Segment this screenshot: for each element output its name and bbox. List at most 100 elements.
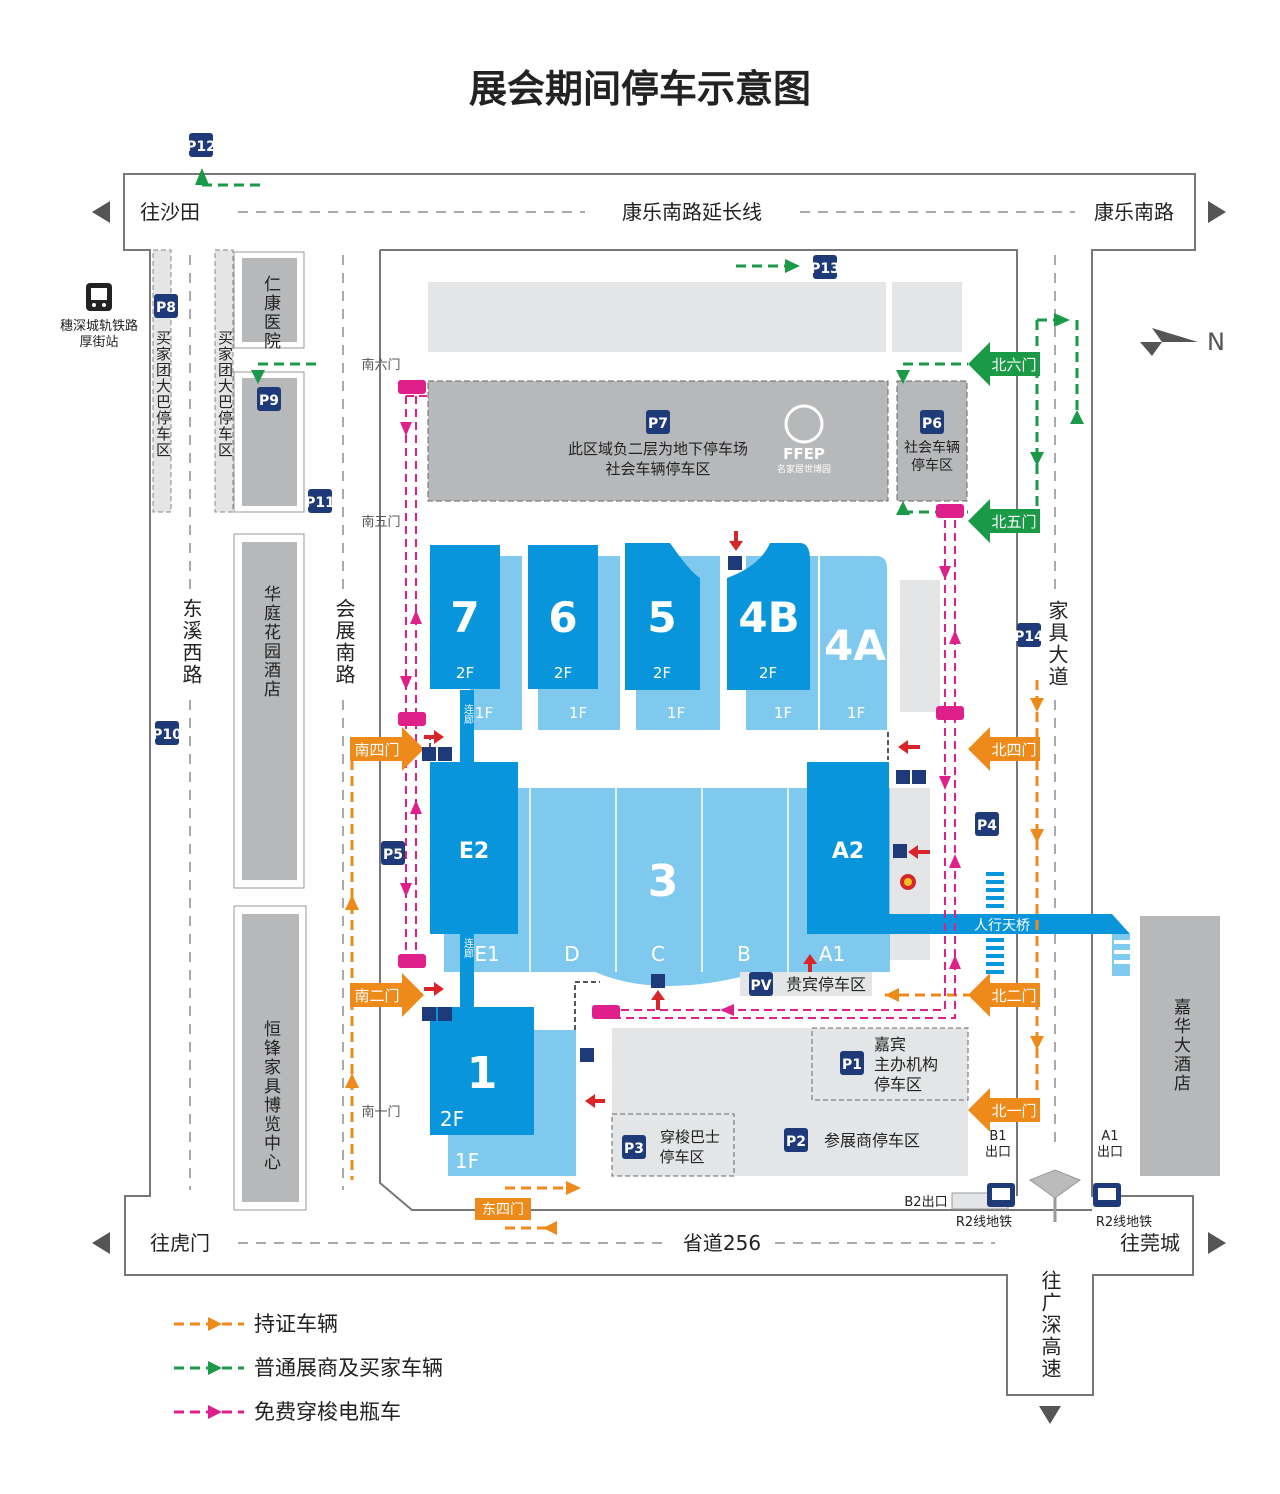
hall-7-floor-1f: 1F (475, 704, 493, 722)
road-label-west-1: 东溪西路 (179, 598, 203, 686)
hall-c-label: C (651, 942, 665, 966)
shuttle-stop-icon (398, 712, 426, 726)
parking-badge-p14: P14 (1014, 623, 1044, 647)
accessibility-icon (912, 770, 926, 784)
metro-exit-b2: B2出口 (904, 1195, 947, 1210)
parking-badge-p10: P10 (152, 721, 182, 745)
bus-lot-1-label: 买家团大巴停车区 (154, 330, 172, 458)
lot-p7-label-2: 社会车辆停车区 (605, 460, 710, 478)
shuttle-stop-icon (936, 706, 964, 720)
svg-text:P4: P4 (977, 818, 997, 834)
road-label-to-shatian: 往沙田 (140, 200, 200, 224)
north-gray-block (900, 580, 940, 712)
gate-south5-label: 南五门 (361, 514, 400, 530)
svg-text:P2: P2 (786, 1134, 806, 1150)
hall-7-floor-2f: 2F (456, 664, 474, 682)
road-label-north: 康乐南路延长线 (622, 200, 762, 224)
accessibility-icon (422, 747, 436, 761)
ffep-logo: FFEP 名家居世博园 (777, 404, 831, 475)
metro-line-r2-left: R2线地铁 (956, 1215, 1012, 1230)
svg-text:北四门: 北四门 (991, 741, 1036, 759)
parking-badge-p8: P8 (154, 294, 178, 318)
parking-badge-p2: P2 (784, 1128, 808, 1152)
shuttle-stop-icon (592, 1005, 620, 1019)
hall-7-label: 7 (450, 593, 479, 642)
north-label: N (1207, 328, 1225, 356)
road-label-to-humen: 往虎门 (150, 1231, 210, 1255)
gate-south2: 南二门 (350, 973, 424, 1017)
corridor-south (460, 934, 474, 1007)
ffep-logo-name: FFEP (783, 445, 825, 463)
metro-line-name: 穗深城轨铁路 (60, 318, 138, 334)
svg-text:P13: P13 (810, 261, 840, 277)
renkang-hospital-label: 仁康医院 (260, 275, 281, 351)
hall-b-label: B (737, 942, 751, 966)
hall-4b-label: 4B (738, 593, 799, 642)
parking-badge-p12: P12 (186, 133, 216, 157)
hall-4a (820, 556, 887, 730)
bus-lot-2-label: 买家团大巴停车区 (216, 330, 234, 458)
skybridge (889, 914, 1130, 934)
lot-p2-label: 参展商停车区 (824, 1131, 920, 1150)
hall-1-label: 1 (467, 1048, 498, 1099)
lot-p7-label-1: 此区域负二层为地下停车场 (568, 440, 748, 458)
gate-north4: 北四门 (968, 727, 1040, 771)
parking-badge-p11: P11 (305, 489, 335, 513)
airport-sign-icon (1028, 1169, 1082, 1222)
shuttle-stop-icon (936, 504, 964, 518)
north-arrow-icon: N (1140, 328, 1225, 356)
accessibility-icon (422, 1007, 436, 1021)
jiahua-hotel-label: 嘉华大酒店 (1170, 998, 1191, 1093)
hall-1-2f (430, 1007, 534, 1135)
svg-text:P9: P9 (259, 393, 279, 409)
a2-side-block (888, 788, 930, 960)
map-title: 展会期间停车示意图 (469, 67, 811, 111)
svg-text:P8: P8 (156, 300, 176, 316)
hall-a2 (807, 762, 889, 934)
hall-e2-label: E2 (459, 839, 489, 864)
hall-7-2f (430, 545, 500, 689)
accessibility-icon (580, 1048, 594, 1062)
luggage-icon (896, 770, 910, 784)
metro-exit-a1-sub: 出口 (1097, 1145, 1123, 1160)
svg-text:普通展商及买家车辆: 普通展商及买家车辆 (254, 1356, 443, 1380)
hall-6-label: 6 (548, 593, 577, 642)
road-label-south: 省道256 (683, 1231, 761, 1255)
road-label-west-2: 会展南路 (332, 598, 356, 686)
huating-hotel (242, 542, 297, 880)
shuttle-stop-icon (398, 380, 426, 394)
svg-text:持证车辆: 持证车辆 (254, 1312, 338, 1336)
north-block-b (892, 282, 962, 352)
parking-badge-p7: P7 (646, 410, 670, 434)
hall-4a-floor-1f: 1F (847, 704, 865, 722)
svg-text:PV: PV (750, 978, 771, 994)
svg-text:P7: P7 (648, 416, 668, 432)
legend-item-shuttle: 免费穿梭电瓶车 (174, 1400, 401, 1424)
metro-exit-a1: A1 (1101, 1129, 1118, 1144)
hall-4b-floor-1f: 1F (774, 704, 792, 722)
huating-hotel-label: 华庭花园酒店 (260, 585, 281, 699)
hall-1-floor-1f: 1F (455, 1149, 479, 1173)
road-label-east: 家具大道 (1045, 600, 1069, 688)
legend-item-general: 普通展商及买家车辆 (174, 1356, 443, 1380)
hengfeng-expo-center-label: 恒锋家具博览中心 (260, 1020, 281, 1172)
gate-south1-label: 南一门 (361, 1104, 400, 1120)
gate-north2: 北二门 (968, 973, 1040, 1017)
accessibility-icon (651, 974, 665, 988)
hall-d-label: D (564, 942, 579, 966)
svg-text:北一门: 北一门 (991, 1102, 1036, 1120)
skybridge-label: 人行天桥 (974, 918, 1030, 934)
route-shuttle (405, 395, 956, 1019)
hall-5-2f (625, 543, 700, 690)
gate-south4: 南四门 (350, 727, 424, 771)
parking-badge-p4: P4 (975, 812, 999, 836)
parking-badge-p5: P5 (381, 841, 405, 865)
shuttle-stop-icon (398, 954, 426, 968)
svg-text:P14: P14 (1014, 629, 1044, 645)
svg-text:东四门: 东四门 (482, 1202, 524, 1218)
accessibility-icon (893, 844, 907, 858)
lot-p6-area (896, 380, 968, 502)
corridor-south-label: 连廊 (462, 937, 474, 959)
road-label-kangle-south: 康乐南路 (1094, 200, 1174, 224)
